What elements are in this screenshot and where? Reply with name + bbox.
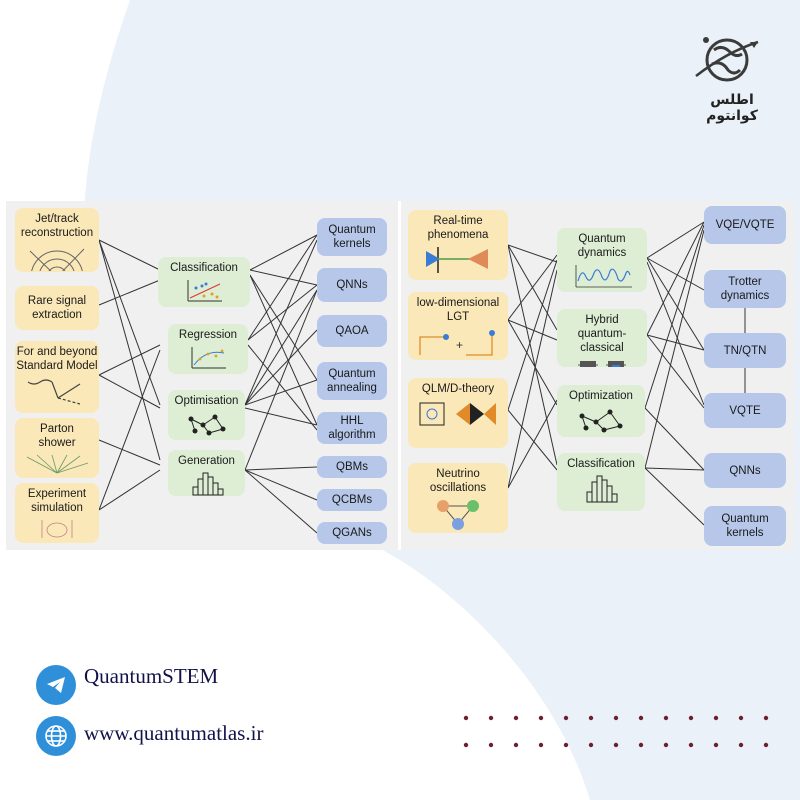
globe-logo-icon <box>695 37 759 82</box>
method-label: QBMs <box>336 461 368 473</box>
task-regression: Regression <box>168 324 248 374</box>
dot-grid <box>463 715 769 748</box>
task-optimization: Optimization <box>557 385 645 437</box>
task-quantum-dynamics: Quantum dynamics <box>557 228 647 292</box>
detector-icon <box>29 248 85 271</box>
application-label: For and beyond Standard Model <box>16 346 98 372</box>
method-label: QNNs <box>336 279 368 291</box>
method-label: QCBMs <box>331 494 373 506</box>
svg-text:+: + <box>456 338 463 352</box>
method-qaoa: QAOA <box>317 315 387 347</box>
task-hybrid: Hybrid quantum-classical <box>557 309 647 367</box>
task-label: Regression <box>178 329 238 341</box>
histogram-icon <box>192 472 223 496</box>
qlm-icon <box>419 402 496 426</box>
method-vqte: VQTE <box>704 393 786 428</box>
method-hhl: HHL algorithm <box>317 412 387 444</box>
task-label: Quantum dynamics <box>577 233 627 259</box>
globe-icon <box>36 716 76 756</box>
application-jet-track: Jet/track reconstruction <box>15 208 99 272</box>
task-generation: Generation <box>168 450 245 496</box>
method-trotter: Trotter dynamics <box>704 270 786 308</box>
method-tn-qtn: TN/QTN <box>704 333 786 368</box>
method-label: QAOA <box>335 325 369 337</box>
application-rare-signal: Rare signal extraction <box>15 286 99 330</box>
phenomenon-neutrino: Neutrino oscillations <box>408 463 508 533</box>
telegram-contact[interactable]: QuantumSTEM <box>36 663 219 705</box>
application-label: Parton shower <box>38 423 76 449</box>
feynman-diagram-icon <box>27 379 81 405</box>
method-label: Quantum annealing <box>327 368 377 394</box>
method-quantum-annealing: Quantum annealing <box>317 362 387 400</box>
task-label: Classification <box>567 458 635 470</box>
application-experiment-sim: Experiment simulation <box>15 483 99 543</box>
lattice-icon: + <box>419 330 495 356</box>
method-label: Quantum kernels <box>328 224 376 250</box>
task-label: Optimization <box>569 390 633 402</box>
regression-icon <box>191 347 226 369</box>
phenomenon-real-time: Real-time phenomena <box>408 210 508 280</box>
method-label: HHL algorithm <box>328 415 376 441</box>
phenomenon-label: Real-time phenomena <box>427 215 489 241</box>
shower-icon <box>26 454 89 474</box>
method-qnns-left: QNNs <box>317 268 387 302</box>
website-url[interactable]: www.quantumatlas.ir <box>84 720 264 745</box>
task-label: Classification <box>170 262 238 274</box>
application-standard-model: For and beyond Standard Model <box>15 341 99 413</box>
detector-sim-icon <box>41 520 73 538</box>
task-label: Hybrid quantum-classical <box>577 314 627 354</box>
method-qgans: QGANs <box>317 522 387 544</box>
method-qnns-right: QNNs <box>704 453 786 488</box>
panel-divider <box>398 201 401 550</box>
application-label: Jet/track reconstruction <box>20 213 94 239</box>
telegram-handle[interactable]: QuantumSTEM <box>84 663 219 688</box>
graph-icon <box>188 414 225 436</box>
method-label: VQTE <box>729 404 761 417</box>
scatter-icon <box>187 280 222 302</box>
task-classification-right: Classification <box>557 453 645 511</box>
neutrino-icon <box>437 500 479 530</box>
task-label: Generation <box>178 455 235 467</box>
method-label: QNNs <box>729 464 761 477</box>
histogram-icon <box>586 475 618 503</box>
method-quantum-kernels-left: Quantum kernels <box>317 218 387 256</box>
application-label: Rare signal extraction <box>27 295 87 321</box>
method-label: TN/QTN <box>723 344 767 357</box>
method-qbms: QBMs <box>317 456 387 478</box>
brand-name: اطلس کوانتوم <box>706 92 758 124</box>
task-classification-left: Classification <box>158 257 250 307</box>
wave-icon <box>575 265 632 288</box>
graph-icon <box>579 409 623 433</box>
website-contact[interactable]: www.quantumatlas.ir <box>36 716 263 756</box>
method-vqe-vqte: VQE/VQTE <box>704 206 786 244</box>
phenomenon-lgt: low-dimensional LGT + <box>408 292 508 360</box>
task-label: Optimisation <box>174 395 239 407</box>
phenomenon-label: QLM/D-theory <box>421 383 495 395</box>
application-label: Experiment simulation <box>27 488 87 514</box>
application-parton-shower: Parton shower <box>15 418 99 478</box>
task-optimisation: Optimisation <box>168 390 245 440</box>
real-time-icon <box>426 247 488 273</box>
method-label: QGANs <box>332 527 372 539</box>
method-label: VQE/VQTE <box>715 219 775 231</box>
method-quantum-kernels-right: Quantum kernels <box>704 506 786 546</box>
method-label: Quantum kernels <box>721 513 769 539</box>
method-qcbms: QCBMs <box>317 489 387 511</box>
chip-icon <box>578 361 626 367</box>
phenomenon-qlm: QLM/D-theory <box>408 378 508 448</box>
telegram-icon <box>36 665 76 705</box>
phenomenon-label: low-dimensional LGT <box>416 297 500 323</box>
method-label: Trotter dynamics <box>720 276 770 302</box>
phenomenon-label: Neutrino oscillations <box>429 468 487 494</box>
